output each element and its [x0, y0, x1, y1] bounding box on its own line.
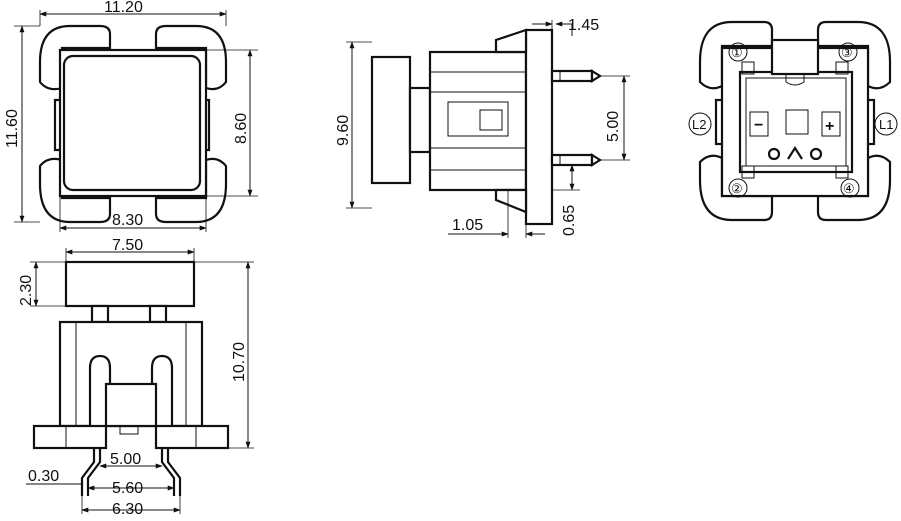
dim-front-pin-5: 5.00: [110, 451, 141, 468]
top-view: 11.20 11.60 8.60 8.30: [4, 0, 258, 232]
dim-side-height: 9.60: [335, 115, 352, 146]
pin-label-1: ①: [731, 45, 743, 60]
dim-front-pin-56: 5.60: [112, 480, 143, 497]
minus-label: −: [754, 117, 763, 134]
dim-side-pin-pitch: 5.00: [605, 111, 622, 142]
dim-top-inner-width: 8.30: [112, 212, 143, 229]
bottom-view-corner-tl: [698, 20, 774, 90]
dim-top-width: 11.20: [104, 0, 143, 16]
top-view-corner-tl: [38, 24, 112, 91]
pin-label-3: ③: [841, 45, 853, 60]
side-view-pin-lower: [550, 153, 594, 167]
bottom-view-corner-bl: [698, 154, 774, 222]
dim-front-cap-width: 7.50: [112, 237, 143, 254]
front-view-foot-right: [154, 424, 230, 450]
side-view-body: [428, 50, 528, 192]
led-label-l1: L1: [879, 117, 893, 132]
bottom-view-corner-tr: [816, 20, 892, 90]
dim-front-total-height: 10.70: [231, 342, 248, 382]
pin-label-2: ②: [731, 181, 743, 196]
pin-label-4: ④: [843, 181, 855, 196]
plus-label: +: [825, 118, 834, 135]
side-view: 1.45 9.60 5.00 1.05 0.65: [335, 17, 630, 238]
top-view-corner-tr: [154, 24, 228, 91]
led-center-pad: [785, 109, 809, 135]
bottom-view: − + ① ③ ② ④ L2 L1: [688, 20, 898, 222]
side-view-pin-upper: [550, 69, 594, 83]
front-view-cap: [64, 260, 196, 308]
dim-side-foot: 0.65: [561, 205, 578, 236]
side-view-cap: [370, 55, 412, 185]
bottom-view-corner-br: [816, 154, 892, 222]
side-view-stem: [408, 86, 432, 154]
led-label-l2: L2: [692, 117, 706, 132]
top-view-cap: [62, 54, 202, 192]
dim-front-pin-lead: 0.30: [28, 468, 59, 485]
dim-side-pin-tip: 1.45: [568, 17, 599, 34]
top-view-corner-br: [154, 157, 228, 224]
dim-top-height: 11.60: [4, 109, 21, 148]
led-plus-pad: [821, 111, 841, 137]
top-view-corner-bl: [38, 157, 112, 224]
front-view: 7.50 2.30 10.70 5.00 0.30 5.60 6.30: [18, 237, 254, 518]
dim-front-pin-63: 6.30: [112, 501, 143, 518]
dim-front-cap-height: 2.30: [18, 275, 35, 306]
side-view-flange: [524, 28, 554, 226]
dim-top-inner-height: 8.60: [233, 113, 250, 144]
front-view-pin-right: [166, 448, 182, 496]
front-view-foot-left: [32, 424, 108, 450]
dim-side-stem: 1.05: [452, 217, 483, 234]
led-minus-pad: [749, 111, 769, 137]
